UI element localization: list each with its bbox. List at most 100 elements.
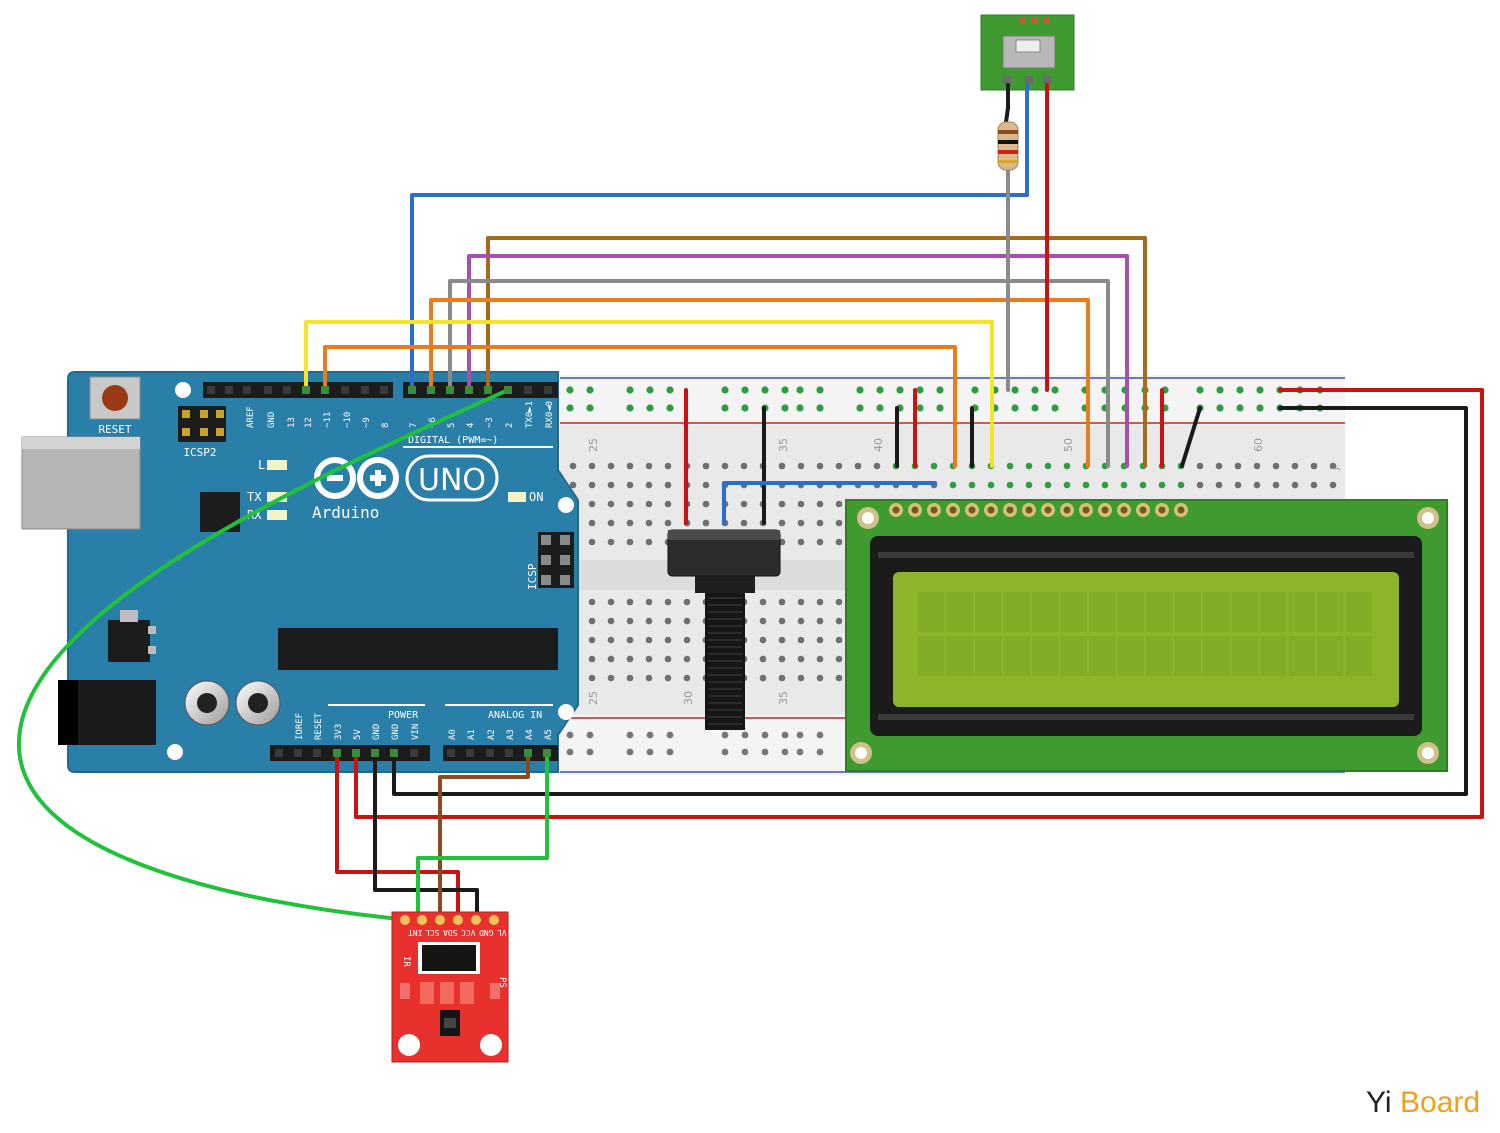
sensor-hole-left [398,1034,420,1056]
rail-hole [796,731,804,739]
rail-hole [876,404,884,412]
sensor-pins [400,915,499,925]
sensor-pin [471,915,481,925]
rail-hole [646,386,654,394]
bb-hole [759,655,767,663]
bb-hole [816,636,824,644]
uno-label: UNO [418,463,486,498]
led-rx [267,510,287,520]
rail-hole [856,386,864,394]
rail-hole [666,748,674,756]
pot-shaft-ridges [708,597,742,725]
led-on [508,492,526,502]
power-pin-label: 3V3 [334,724,344,740]
pot-body-top [668,530,780,540]
header-pin [380,386,388,394]
lcd-cell [1317,592,1344,632]
header-pin [505,749,513,757]
bb-hole [1196,481,1204,489]
sensor-pad-right [490,983,500,999]
lcd-cell [1317,636,1344,676]
reset-button-cap[interactable] [102,385,128,411]
rail-hole [646,731,654,739]
bb-hole [816,538,824,546]
bb-hole [645,598,653,606]
bb-hole [645,462,653,470]
bb-hole [797,636,805,644]
bb-hole [1329,481,1337,489]
capacitor-1-top [197,693,217,713]
header-pin [225,386,233,394]
mount-hole-2 [167,744,183,760]
pot-shaft[interactable] [705,585,745,730]
lcd-cell [1174,592,1201,632]
header-pin [264,386,272,394]
bb-hole [626,617,634,625]
led-on-label: ON [529,490,543,504]
analog-pin-label: A2 [487,729,497,740]
bb-hole [1291,462,1299,470]
lcd-pin-hole [1101,506,1109,514]
lcd-cell [918,592,945,632]
header-pin [361,386,369,394]
rail-hole [876,386,884,394]
bb-hole [626,500,634,508]
sensor-pin-label: INT [408,928,423,937]
sensor-pin [435,915,445,925]
bb-hole [1291,481,1299,489]
logo-minus [327,475,343,481]
header-pin [341,386,349,394]
bb-hole [645,655,653,663]
voltage-regulator [108,620,150,662]
bb-hole [1272,462,1280,470]
icsp2-pin [200,410,208,418]
rail-hole [721,404,729,412]
bb-hole [797,598,805,606]
bb-hole [1139,481,1147,489]
sensor-ir-label: IR [401,956,411,967]
bb-hole [949,481,957,489]
wires [16,83,1484,921]
uno-badge [405,454,499,502]
lcd-pin-hole [1044,506,1052,514]
lcd-cell [1231,592,1258,632]
bb-hole [854,462,862,470]
bb-hole [664,617,672,625]
header-pin [243,386,251,394]
icsp-label: ICSP [526,563,539,590]
bb-hole [778,617,786,625]
bb-hole [797,462,805,470]
digital-pin-label: ~3 [485,417,495,428]
lcd-cell [1260,592,1287,632]
rail-hole [666,404,674,412]
icsp-pin [560,575,570,585]
rail-hole [856,404,864,412]
digital-pin-label: 7 [409,423,419,428]
bb-hole [626,674,634,682]
lcd-cell [1288,636,1315,676]
lcd-pin-hole [987,506,995,514]
icsp2-pin [182,410,190,418]
reset-label: RESET [98,423,131,436]
slide-switch [980,14,1075,91]
bb-hole [740,519,748,527]
led-tx [267,492,287,502]
analog-pin-label: A1 [467,729,477,740]
bb-hole [588,655,596,663]
sensor-pin [417,915,427,925]
bb-hole [1253,462,1261,470]
switch-pad-1 [1020,18,1026,24]
digital-pin-label: GND [267,412,277,428]
icsp-pin [541,535,551,545]
rail-hole [761,748,769,756]
switch-slider[interactable] [1015,39,1041,53]
regulator-pin-1 [148,626,156,634]
bb-hole [759,617,767,625]
digital-pin-label: AREF [246,406,256,428]
bb-letter-j: J [1328,467,1341,471]
rail-hole [626,386,634,394]
rail-hole [1216,404,1224,412]
rail-hole [646,404,654,412]
